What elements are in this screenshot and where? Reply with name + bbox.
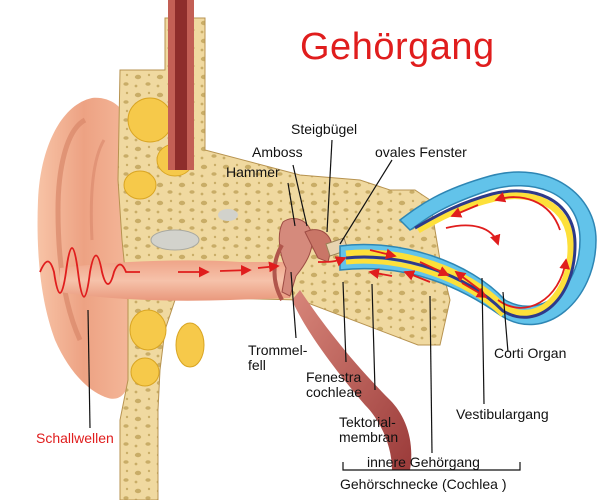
label-tektorialmembran: Tektorial- membran bbox=[339, 415, 398, 445]
ear-canal bbox=[60, 260, 290, 301]
label-schallwellen: Schallwellen bbox=[36, 430, 114, 446]
label-trommelfell: Trommel- fell bbox=[248, 343, 307, 373]
eustachian-tube bbox=[292, 290, 412, 470]
label-vestibulargang: Vestibulargang bbox=[456, 406, 549, 422]
cochlea bbox=[339, 171, 597, 326]
label-tektorial-line2: membran bbox=[339, 429, 399, 445]
label-tektorial-line1: Tektorial- bbox=[339, 414, 396, 430]
pinna bbox=[37, 97, 130, 399]
label-ovales-fenster: ovales Fenster bbox=[375, 144, 467, 160]
label-fenestra-line2: cochleae bbox=[306, 384, 363, 400]
diagram-title: Gehörgang bbox=[300, 26, 495, 68]
label-fenestra-cochleae: Fenestra cochleae bbox=[306, 370, 362, 400]
label-innere-gehoergang: innere Gehörgang bbox=[367, 454, 480, 470]
leader-lines bbox=[87, 139, 521, 471]
label-gehoerschnecke: Gehörschnecke (Cochlea ) bbox=[340, 476, 507, 492]
label-steigbuegel: Steigbügel bbox=[291, 121, 358, 137]
label-hammer: Hammer bbox=[226, 164, 280, 180]
label-trommelfell-line2: fell bbox=[248, 357, 266, 373]
sound-path-arrows bbox=[39, 192, 570, 309]
label-corti-organ: Corti Organ bbox=[494, 345, 567, 361]
label-fenestra-line1: Fenestra bbox=[306, 369, 362, 385]
label-trommelfell-line1: Trommel- bbox=[248, 342, 308, 358]
label-amboss: Amboss bbox=[252, 144, 303, 160]
